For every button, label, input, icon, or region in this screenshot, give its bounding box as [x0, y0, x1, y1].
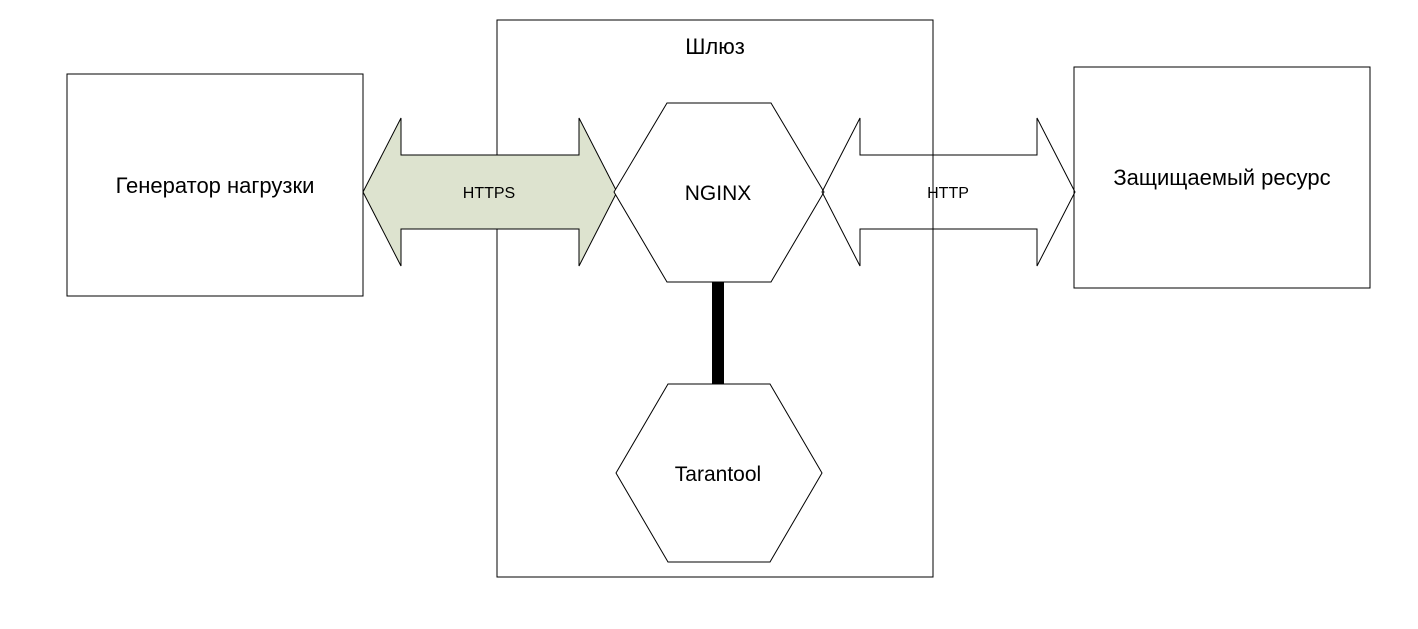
nginx-tarantool-connector [712, 282, 724, 384]
nginx-hexagon [613, 102, 825, 283]
load-generator-label: Генератор нагрузки [116, 173, 315, 198]
http-label: HTTP [927, 185, 969, 202]
http-double-arrow [821, 117, 1076, 267]
load-generator-box [66, 73, 364, 297]
protected-resource-label: Защищаемый ресурс [1113, 165, 1330, 190]
tarantool-label: Tarantool [675, 463, 761, 486]
tarantool-hexagon [615, 383, 823, 563]
https-label: HTTPS [463, 185, 515, 202]
protected-resource-box [1073, 66, 1371, 289]
gateway-label: Шлюз [685, 34, 745, 59]
nginx-label: NGINX [685, 182, 752, 205]
